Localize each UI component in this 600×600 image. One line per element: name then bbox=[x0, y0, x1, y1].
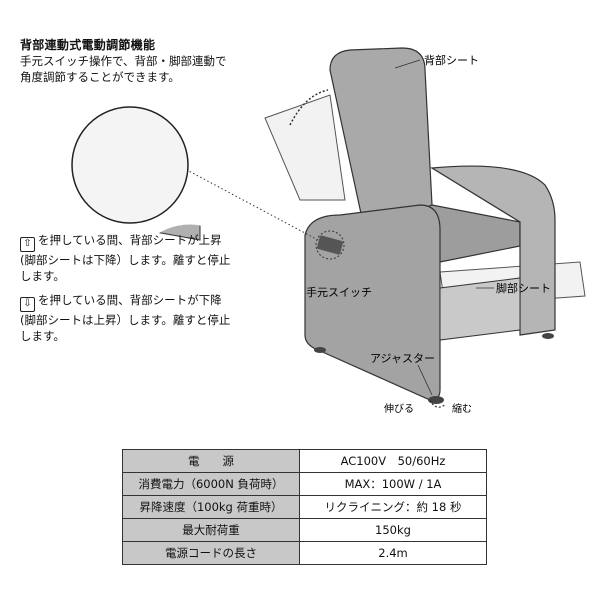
intro-line-2: 角度調節することができます。 bbox=[20, 70, 180, 84]
adjuster-foot bbox=[428, 396, 444, 404]
left-arm bbox=[304, 204, 441, 401]
down-line-3: します。 bbox=[20, 329, 65, 343]
back-motion-arrow bbox=[289, 89, 329, 126]
intro-text: 手元スイッチ操作で、背部・脚部連動で 角度調節することができます。 bbox=[20, 53, 260, 85]
section-title: 背部連動式電動調節機能 bbox=[20, 38, 156, 52]
right-arm bbox=[430, 165, 556, 336]
up-line-2: (脚部シートは下降）します。離すと停止 bbox=[20, 253, 231, 267]
spec-key: 最大耐荷重 bbox=[122, 518, 300, 542]
recliner-illustration: ⇧ ⇩ 背部シート 手元スイッチ 脚部シート アジャスター 伸びる 縮む bbox=[0, 47, 586, 415]
down-instruction: ⇩を押している間、背部シートが下降 (脚部シートは上昇）します。離すと停止 しま… bbox=[20, 292, 270, 344]
retract-label: 縮む bbox=[452, 402, 472, 415]
spec-value: MAX：100W / 1A bbox=[299, 472, 487, 496]
back-seat-label: 背部シート bbox=[424, 53, 479, 67]
up-instruction: ⇧を押している間、背部シートが上昇 (脚部シートは下降）します。離すと停止 しま… bbox=[20, 232, 270, 284]
hand-switch-label: 手元スイッチ bbox=[306, 285, 372, 299]
spec-key: 昇降速度（100kg 荷重時） bbox=[122, 495, 300, 519]
table-row: 消費電力（6000N 負荷時）MAX：100W / 1A bbox=[122, 472, 487, 496]
intro-line-1: 手元スイッチ操作で、背部・脚部連動で bbox=[20, 54, 227, 68]
up-line-3: します。 bbox=[20, 269, 65, 283]
down-arrow-button-icon: ⇩ bbox=[20, 297, 35, 312]
up-arrow-button-icon: ⇧ bbox=[20, 237, 35, 252]
spec-key: 電源コードの長さ bbox=[122, 541, 300, 565]
spec-value: リクライニング：約 18 秒 bbox=[299, 495, 487, 519]
back-seat bbox=[329, 47, 433, 233]
leg-rest bbox=[439, 277, 521, 341]
switch-zoom-circle bbox=[71, 106, 189, 224]
hand-switch bbox=[317, 235, 343, 255]
spec-key: 電 源 bbox=[122, 449, 300, 473]
table-row: 昇降速度（100kg 荷重時）リクライニング：約 18 秒 bbox=[122, 495, 487, 519]
down-line-2: (脚部シートは上昇）します。離すと停止 bbox=[20, 313, 231, 327]
up-line-1: を押している間、背部シートが上昇 bbox=[38, 233, 222, 247]
spec-value: 2.4m bbox=[299, 541, 487, 565]
spec-key: 消費電力（6000N 負荷時） bbox=[122, 472, 300, 496]
down-line-1: を押している間、背部シートが下降 bbox=[38, 293, 222, 307]
reclined-back-ghost bbox=[264, 94, 346, 201]
spec-value: 150kg bbox=[299, 518, 487, 542]
leg-seat-label: 脚部シート bbox=[496, 281, 551, 295]
extend-label: 伸びる bbox=[384, 403, 414, 415]
spec-value: AC100V 50/60Hz bbox=[299, 449, 487, 473]
adjuster-label: アジャスター bbox=[370, 352, 435, 365]
